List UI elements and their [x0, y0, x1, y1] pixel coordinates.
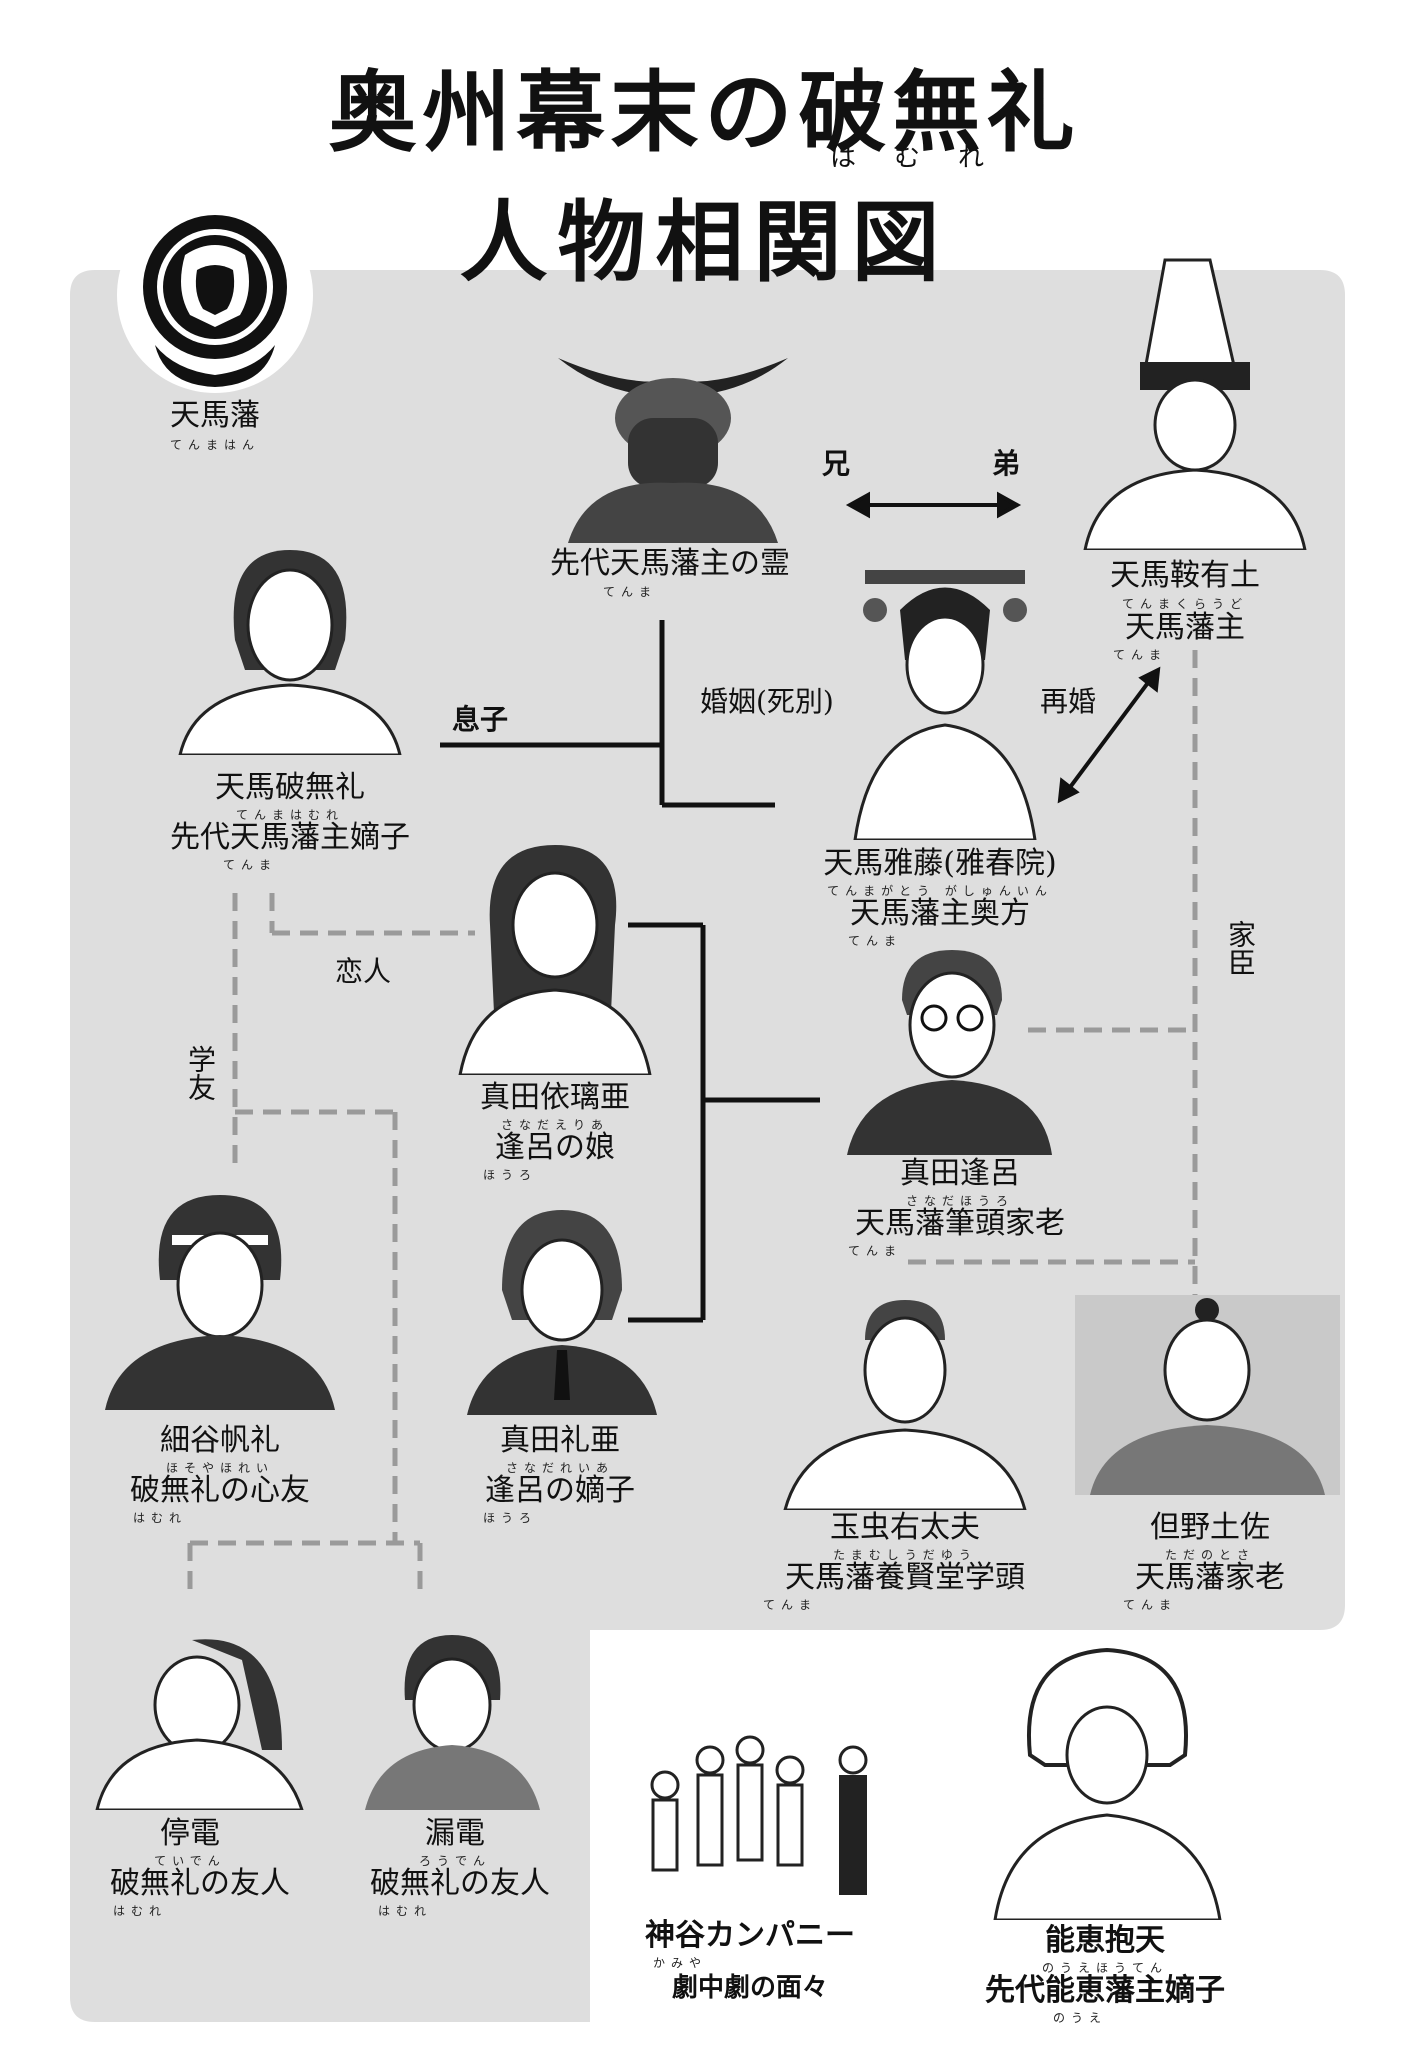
polonius-role: 天馬藩筆頭家老: [855, 1206, 1065, 1241]
senndai-name: 先代天馬藩主の霊: [550, 546, 790, 581]
company-name-ruby: かみや: [652, 1956, 707, 1970]
polonius-name: 真田逢呂: [900, 1156, 1020, 1191]
polonius-name-ruby: さなだほうろ: [905, 1194, 1014, 1208]
senndai-portrait: [558, 358, 788, 543]
remarriage-arrow-head-top: [1138, 666, 1161, 693]
roden-portrait: [365, 1635, 540, 1810]
tadano-role: 天馬藩家老: [1135, 1560, 1285, 1595]
roden-role: 破無礼の友人: [370, 1866, 550, 1901]
teiden-role: 破無礼の友人: [110, 1866, 290, 1901]
roden-name: 漏電: [425, 1816, 485, 1851]
brother-arrow-right-head: [997, 491, 1022, 519]
horatio-role-ruby: はむれ: [132, 1511, 187, 1525]
title-ruby: はむれ: [830, 143, 1023, 173]
fortinbras-name: 能恵抱天: [1045, 1923, 1165, 1958]
tadano-portrait: [1075, 1295, 1340, 1495]
relation-classmate: 学友: [184, 1045, 217, 1101]
fortinbras-role-ruby: のうえ: [1052, 2011, 1107, 2025]
tadano-name: 但野土佐: [1150, 1510, 1270, 1545]
relation-retainer: 家臣: [1224, 920, 1257, 976]
tamamushi-portrait: [783, 1300, 1027, 1510]
gertrude-role: 天馬藩主奥方: [850, 896, 1030, 931]
tamamushi-name: 玉虫右太夫: [830, 1510, 980, 1545]
ophelia-name: 真田依璃亜: [480, 1080, 630, 1115]
roden-name-ruby: ろうでん: [418, 1854, 491, 1868]
fortinbras-name-ruby: のうえほうてん: [1041, 1961, 1168, 1975]
teiden-name: 停電: [160, 1816, 220, 1851]
fortinbras-portrait: [993, 1647, 1222, 1920]
roden-role-ruby: はむれ: [377, 1904, 432, 1918]
hamlet-name-ruby: てんまはむれ: [235, 808, 344, 822]
laertes-portrait: [467, 1210, 657, 1415]
gertrude-portrait: [853, 570, 1037, 840]
clan-name: 天馬藩: [170, 398, 260, 433]
company-name: 神谷カンパニー: [645, 1918, 855, 1953]
remarriage-arrow-head-bottom: [1057, 777, 1080, 804]
teiden-portrait: [95, 1639, 304, 1810]
relation-son: 息子: [452, 703, 509, 736]
relation-remarriage: 再婚: [1040, 685, 1097, 718]
laertes-name: 真田礼亜: [500, 1423, 620, 1458]
fortinbras-role: 先代能恵藩主嫡子: [985, 1973, 1225, 2008]
polonius-role-ruby: てんま: [847, 1244, 902, 1258]
title-line-1: 奥州幕末の破無礼: [328, 60, 1081, 164]
company-role: 劇中劇の面々: [671, 1973, 828, 2003]
ophelia-name-ruby: さなだえりあ: [500, 1118, 609, 1132]
ophelia-role: 逢呂の娘: [495, 1130, 615, 1165]
hamlet-name: 天馬破無礼: [215, 770, 365, 805]
gertrude-role-ruby: てんま: [847, 934, 902, 948]
relation-marriage: 婚姻(死別): [700, 685, 834, 718]
kurado-portrait: [1083, 258, 1307, 550]
kurado-name: 天馬鞍有土: [1110, 558, 1260, 593]
gertrude-name-ruby: てんまがとう がしゅんいん: [827, 884, 1053, 898]
tamamushi-name-ruby: たまむしうだゆう: [833, 1548, 977, 1562]
horatio-role: 破無礼の心友: [130, 1473, 310, 1508]
kurado-name-ruby: てんまくらうど: [1121, 597, 1248, 611]
ophelia-portrait: [458, 845, 652, 1075]
polonius-portrait: [847, 950, 1052, 1155]
remarriage-arrow: [1066, 678, 1152, 792]
gray-panel: [70, 270, 1345, 2022]
horse-crest-icon: [117, 197, 313, 393]
company-portrait: [650, 1735, 868, 1895]
tamamushi-role: 天馬藩養賢堂学頭: [785, 1560, 1025, 1595]
senndai-name-ruby: てんま: [602, 585, 657, 599]
ophelia-role-ruby: ほうろ: [482, 1168, 537, 1182]
horatio-name: 細谷帆礼: [160, 1423, 280, 1458]
clan-name-ruby: てんまはん: [169, 438, 260, 452]
laertes-name-ruby: さなだれいあ: [505, 1461, 614, 1475]
laertes-role: 逢呂の嫡子: [485, 1473, 635, 1508]
hamlet-role-ruby: てんま: [222, 858, 277, 872]
horatio-name-ruby: ほそやほれい: [165, 1461, 274, 1475]
tadano-name-ruby: ただのとさ: [1164, 1548, 1255, 1562]
kurado-role: 天馬藩主: [1125, 610, 1245, 645]
teiden-name-ruby: ていでん: [154, 1854, 226, 1868]
relation-lover: 恋人: [335, 955, 392, 988]
hamlet-role: 先代天馬藩主嫡子: [170, 820, 410, 855]
gertrude-name: 天馬雅藤(雅春院): [823, 846, 1057, 881]
hamlet-portrait: [178, 550, 402, 755]
horatio-portrait: [105, 1195, 335, 1410]
relation-brother-younger: 弟: [992, 447, 1021, 480]
relation-brother-older: 兄: [822, 447, 851, 480]
brother-arrow-left-head: [845, 491, 870, 519]
tamamushi-role-ruby: てんま: [762, 1598, 817, 1612]
teiden-role-ruby: はむれ: [112, 1904, 167, 1918]
tadano-role-ruby: てんま: [1122, 1598, 1177, 1612]
title-line-2: 人物相関図: [459, 190, 950, 294]
laertes-role-ruby: ほうろ: [482, 1511, 537, 1525]
kurado-role-ruby: てんま: [1112, 648, 1167, 662]
